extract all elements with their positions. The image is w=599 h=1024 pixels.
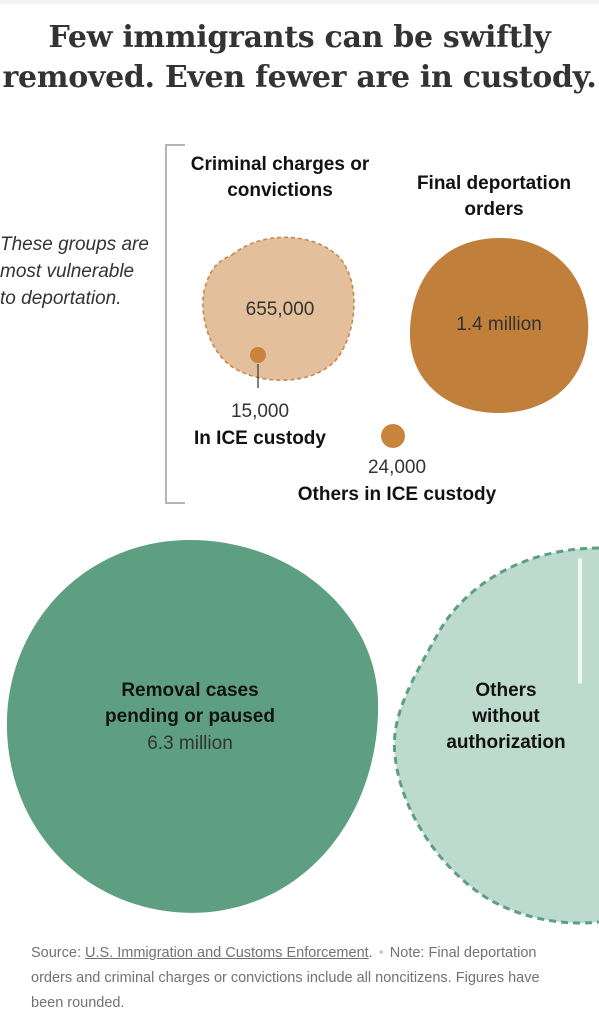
others-custody-dot xyxy=(381,424,405,448)
group-bracket xyxy=(165,144,185,504)
footer-note: Note: Final deportation orders and crimi… xyxy=(31,945,540,1011)
separator-dot: • xyxy=(378,945,384,961)
criminal-charges-value: 655,000 xyxy=(245,299,315,320)
title-line-1: Few immigrants can be swiftly xyxy=(48,20,551,55)
others-custody-value: 24,000 xyxy=(367,457,427,478)
others-unauth-label-line-1: Others xyxy=(475,680,537,701)
removal-label-line-2: pending or paused xyxy=(105,706,275,727)
in-custody-dot xyxy=(250,347,266,363)
removal-label-line-1: Removal cases xyxy=(121,680,259,701)
criminal-label-line-1: Criminal charges or xyxy=(190,154,370,175)
source-suffix: . xyxy=(368,945,373,961)
others-unauthorized-label: Others without authorization xyxy=(424,678,588,756)
final-orders-label: Final deportation orders xyxy=(394,171,594,223)
others-custody-label: Others in ICE custody xyxy=(297,484,497,505)
removal-cases-label: Removal cases pending or paused xyxy=(70,678,310,730)
source-link[interactable]: U.S. Immigration and Customs Enforcement xyxy=(85,945,369,961)
source-prefix: Source: xyxy=(31,945,85,961)
final-orders-value: 1.4 million xyxy=(456,314,542,335)
others-unauth-label-line-2: without xyxy=(472,706,540,727)
criminal-label-line-2: convictions xyxy=(227,180,333,201)
removal-cases-blob xyxy=(6,540,379,913)
others-unauth-label-line-3: authorization xyxy=(446,732,566,753)
in-custody-label: In ICE custody xyxy=(194,428,326,449)
criminal-charges-label: Criminal charges or convictions xyxy=(170,152,390,204)
chart-title: Few immigrants can be swiftly removed. E… xyxy=(0,18,599,98)
final-orders-blob xyxy=(409,238,589,414)
footer-source-note: Source: U.S. Immigration and Customs Enf… xyxy=(31,941,571,1016)
criminal-charges-blob xyxy=(202,236,355,382)
in-custody-value: 15,000 xyxy=(230,401,290,422)
removal-cases-value: 6.3 million xyxy=(147,733,233,754)
final-orders-label-line-1: Final deportation xyxy=(416,173,572,194)
title-line-2: removed. Even fewer are in custody. xyxy=(2,60,597,95)
final-orders-label-line-2: orders xyxy=(464,199,524,220)
others-unauthorized-blob xyxy=(392,546,599,925)
top-border xyxy=(0,0,599,4)
side-note: These groups are most vulnerable to depo… xyxy=(0,234,149,309)
